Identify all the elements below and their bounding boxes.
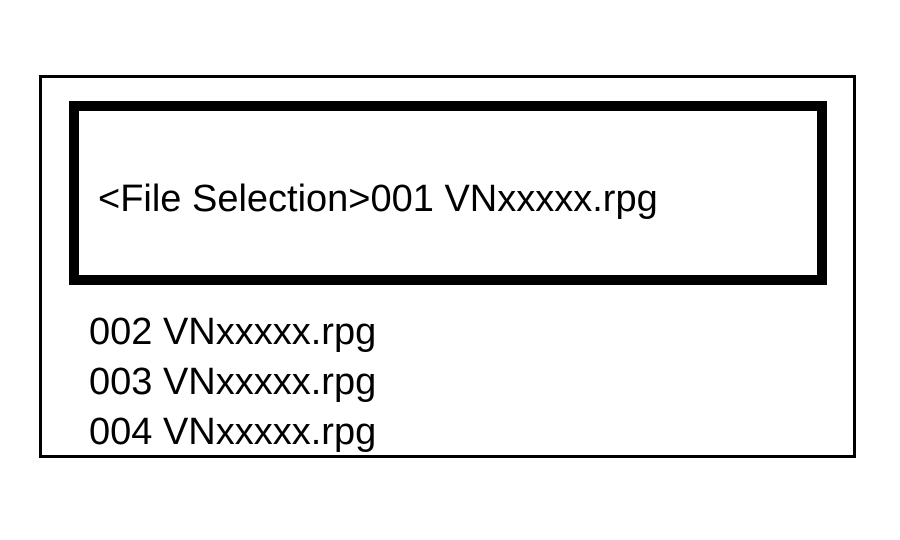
selected-file-name: 001 VNxxxxx.rpg [370,178,658,220]
file-list: 002 VNxxxxx.rpg 003 VNxxxxx.rpg 004 VNxx… [89,307,376,457]
selected-file-row[interactable]: <File Selection>001 VNxxxxx.rpg [69,101,827,285]
file-list-item[interactable]: 004 VNxxxxx.rpg [89,411,377,453]
file-list-item[interactable]: 003 VNxxxxx.rpg [89,361,377,403]
display-screen: <File Selection>001 VNxxxxx.rpg 002 VNxx… [39,75,856,458]
selected-file-text: <File Selection>001 VNxxxxx.rpg [98,178,658,220]
file-list-item[interactable]: 002 VNxxxxx.rpg [89,311,377,353]
file-selection-header: <File Selection> [98,178,371,220]
